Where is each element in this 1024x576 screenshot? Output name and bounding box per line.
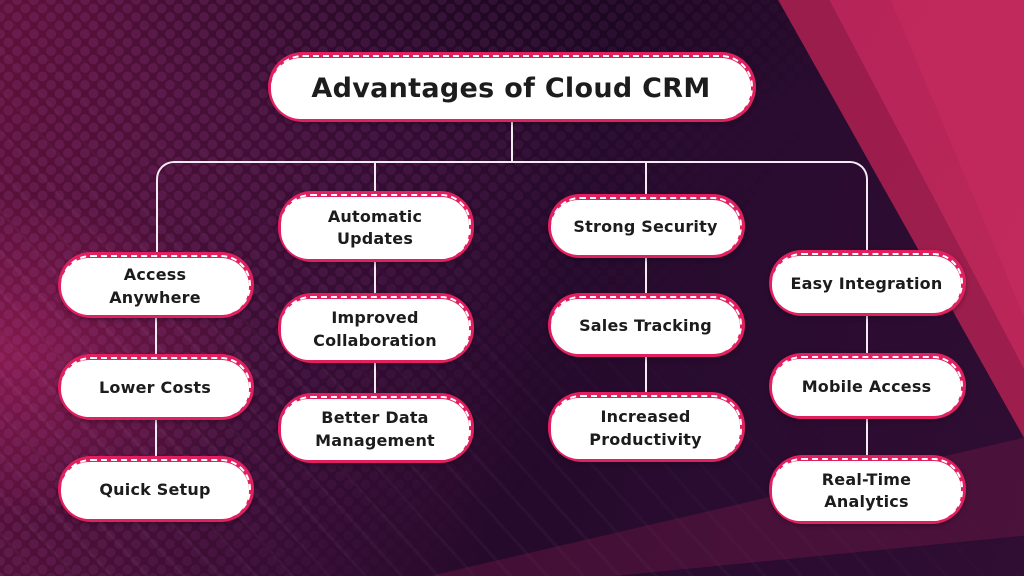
node-easy-integration: Easy Integration [769, 250, 966, 316]
connector-col2-drop [374, 163, 376, 191]
node-title-inner: Advantages of Cloud CRM [271, 58, 751, 119]
node-inner: Mobile Access [772, 359, 961, 416]
node-lower-costs: Lower Costs [58, 354, 254, 420]
node-title: Advantages of Cloud CRM [268, 52, 756, 122]
node-inner: Access Anywhere [61, 258, 249, 315]
connector-col4-link-2 [866, 419, 868, 455]
node-label: Sales Tracking [579, 316, 712, 336]
node-label: Improved Collaboration [313, 308, 437, 350]
connector-frame [156, 161, 868, 252]
connector-col2-link-2 [374, 363, 376, 393]
node-strong-security: Strong Security [548, 194, 745, 258]
connector-col2-link-1 [374, 262, 376, 293]
connector-col4-link-1 [866, 316, 868, 353]
node-label: Easy Integration [790, 274, 943, 294]
node-inner: Better Data Management [281, 399, 469, 460]
node-inner: Easy Integration [772, 256, 961, 313]
node-label: Lower Costs [99, 378, 211, 398]
connector-col1-link-2 [155, 420, 157, 456]
node-sales-tracking: Sales Tracking [548, 293, 745, 357]
node-label: Increased Productivity [589, 407, 702, 449]
connector-col3-link-1 [645, 258, 647, 293]
connector-col3-drop [645, 163, 647, 194]
node-inner: Increased Productivity [551, 398, 740, 459]
node-inner: Real-Time Analytics [772, 461, 961, 521]
connector-title-trunk [511, 122, 513, 161]
connector-col3-link-2 [645, 357, 647, 392]
node-label: Better Data Management [315, 408, 435, 450]
node-label: Quick Setup [99, 480, 211, 500]
node-better-data-management: Better Data Management [278, 393, 474, 463]
node-increased-productivity: Increased Productivity [548, 392, 745, 462]
node-label: Strong Security [573, 217, 718, 237]
node-automatic-updates: Automatic Updates [278, 191, 474, 262]
node-inner: Improved Collaboration [281, 299, 469, 360]
node-quick-setup: Quick Setup [58, 456, 254, 522]
node-inner: Automatic Updates [281, 197, 469, 259]
node-inner: Lower Costs [61, 360, 249, 417]
node-label: Mobile Access [801, 377, 932, 397]
node-inner: Strong Security [551, 200, 740, 255]
title-label: Advantages of Cloud CRM [311, 72, 711, 104]
node-access-anywhere: Access Anywhere [58, 252, 254, 318]
node-real-time-analytics: Real-Time Analytics [769, 455, 966, 524]
node-label: Access Anywhere [109, 265, 201, 307]
connector-col1-link-1 [155, 318, 157, 354]
node-inner: Sales Tracking [551, 299, 740, 354]
node-inner: Quick Setup [61, 462, 249, 519]
node-improved-collaboration: Improved Collaboration [278, 293, 474, 363]
node-mobile-access: Mobile Access [769, 353, 966, 419]
node-label: Real-Time Analytics [821, 469, 912, 511]
node-label: Automatic Updates [327, 206, 423, 248]
